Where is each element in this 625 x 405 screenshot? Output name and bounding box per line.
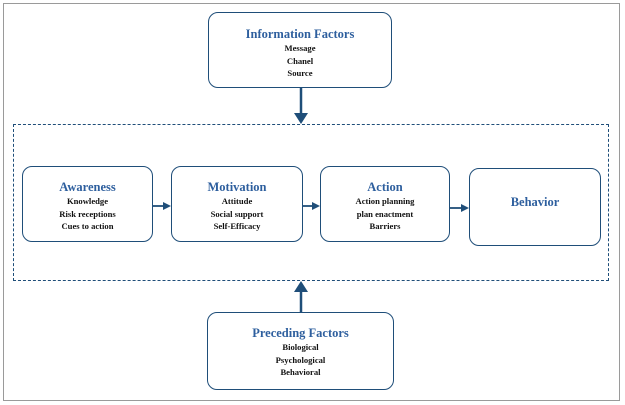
information-factor-source: Source <box>287 68 313 78</box>
awareness-title: Awareness <box>59 180 116 194</box>
motivation-item-attitude: Attitude <box>221 196 253 206</box>
preceding-factor-biological: Biological <box>282 342 319 352</box>
information-factor-message: Message <box>284 43 316 53</box>
arrow-preceding-to-process <box>294 281 308 312</box>
behavior-title: Behavior <box>510 195 560 209</box>
motivation-box: Motivation Attitude Social support Self-… <box>171 166 303 242</box>
action-item-action-planning: Action planning <box>355 196 415 206</box>
information-factors-title: Information Factors <box>245 27 355 41</box>
action-box: Action Action planning plan enactment Ba… <box>320 166 450 242</box>
process-region <box>13 124 609 281</box>
action-item-plan-enactment: plan enactment <box>356 208 414 219</box>
figure-frame <box>3 3 620 401</box>
motivation-item-self-efficacy: Self-Efficacy <box>213 221 261 231</box>
awareness-box: Awareness Knowledge Risk receptions Cues… <box>22 166 153 242</box>
information-factor-channel: Chanel <box>286 55 314 66</box>
arrow-awareness-to-motivation <box>153 202 171 210</box>
behavior-box: Behavior <box>469 168 601 246</box>
information-factors-box: Information Factors Message Chanel Sourc… <box>208 12 392 88</box>
arrow-motivation-to-action <box>303 202 320 210</box>
arrow-action-to-behavior <box>450 204 469 212</box>
action-title: Action <box>367 180 403 194</box>
awareness-item-risk-receptions: Risk receptions <box>59 208 116 219</box>
preceding-factor-psychological: Psychological <box>275 354 326 365</box>
motivation-item-social-support: Social support <box>210 208 264 219</box>
preceding-factors-title: Preceding Factors <box>252 326 349 340</box>
preceding-factor-behavioral: Behavioral <box>280 367 321 377</box>
arrow-information-to-process <box>294 88 308 124</box>
preceding-factors-box: Preceding Factors Biological Psychologic… <box>207 312 394 390</box>
action-item-barriers: Barriers <box>369 221 401 231</box>
motivation-title: Motivation <box>207 180 267 194</box>
awareness-item-knowledge: Knowledge <box>66 196 109 206</box>
awareness-item-cues-to-action: Cues to action <box>61 221 114 231</box>
